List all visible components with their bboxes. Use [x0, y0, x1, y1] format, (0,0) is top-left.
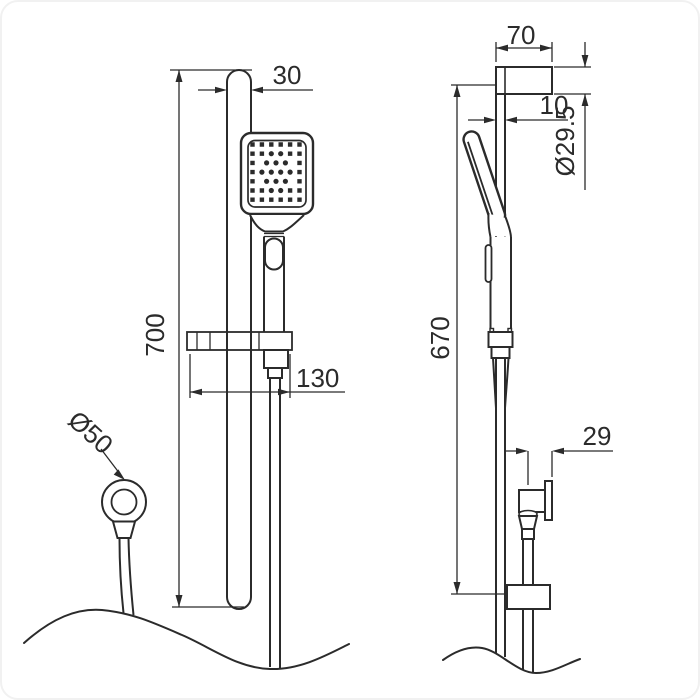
- hand-shower-side: [462, 130, 514, 409]
- dim-bracket-depth-label: 70: [507, 20, 536, 50]
- dim-rail-depth: 10: [468, 90, 569, 124]
- mode-button-front: [264, 237, 284, 271]
- dim-slider-offset: 130: [189, 354, 345, 398]
- elbow-flange: [544, 480, 553, 521]
- bottom-wall-bracket-side: [506, 584, 551, 610]
- shower-head-face: [247, 139, 307, 208]
- shower-hose-front: [269, 378, 281, 668]
- handle-nut-front: [263, 349, 289, 369]
- hose-connector-front: [267, 367, 283, 379]
- dim-rail-depth-label: 10: [540, 90, 569, 120]
- side-view: 70 Ø29.5 10 670 29: [425, 20, 613, 675]
- dim-rail-width: 30: [198, 60, 313, 94]
- dim-overall-height-label: 700: [140, 313, 170, 356]
- top-wall-bracket-side: [495, 66, 553, 95]
- hand-shower-front: [239, 131, 315, 668]
- dim-rail-width-label: 30: [273, 60, 302, 90]
- dim-outlet-diameter-label: Ø50: [62, 405, 119, 460]
- shower-neck-side: [487, 212, 512, 238]
- handle-nut-side: [487, 331, 514, 348]
- dim-rail-length: 670: [425, 84, 505, 595]
- dim-outlet-offset-label: 29: [583, 421, 612, 451]
- shower-neck-front: [249, 214, 305, 233]
- wall-outlet-front: [101, 479, 147, 616]
- outlet-cone-front: [111, 520, 137, 539]
- dim-outlet-diameter: Ø50: [62, 405, 125, 480]
- mode-button-side: [484, 244, 493, 283]
- elbow-body: [518, 489, 546, 513]
- break-line-side: [442, 646, 581, 675]
- hose-connector-side: [490, 346, 511, 359]
- dim-bracket-diameter-label: Ø29.5: [550, 106, 580, 177]
- dim-bracket-diameter: Ø29.5: [550, 42, 591, 190]
- dim-bracket-depth: 70: [495, 20, 553, 62]
- nozzle-diamond-pattern: [259, 151, 293, 194]
- elbow-cone: [517, 515, 539, 530]
- wall-outlet-elbow-side: [517, 480, 553, 672]
- break-line-front: [23, 608, 350, 671]
- slider-bracket-front: [186, 331, 293, 351]
- shower-handle-front: [263, 236, 285, 332]
- dim-outlet-offset: 29: [506, 421, 613, 485]
- shower-head-front: [239, 131, 315, 216]
- dim-rail-length-label: 670: [425, 316, 455, 359]
- dim-overall-height: 700: [140, 69, 252, 608]
- hose-upper-side: [492, 357, 510, 409]
- front-view: 700 30 130 Ø50: [23, 60, 350, 671]
- slide-rail-side: [495, 94, 506, 657]
- dim-slider-offset-label: 130: [296, 363, 339, 393]
- outlet-hose-front: [118, 537, 135, 616]
